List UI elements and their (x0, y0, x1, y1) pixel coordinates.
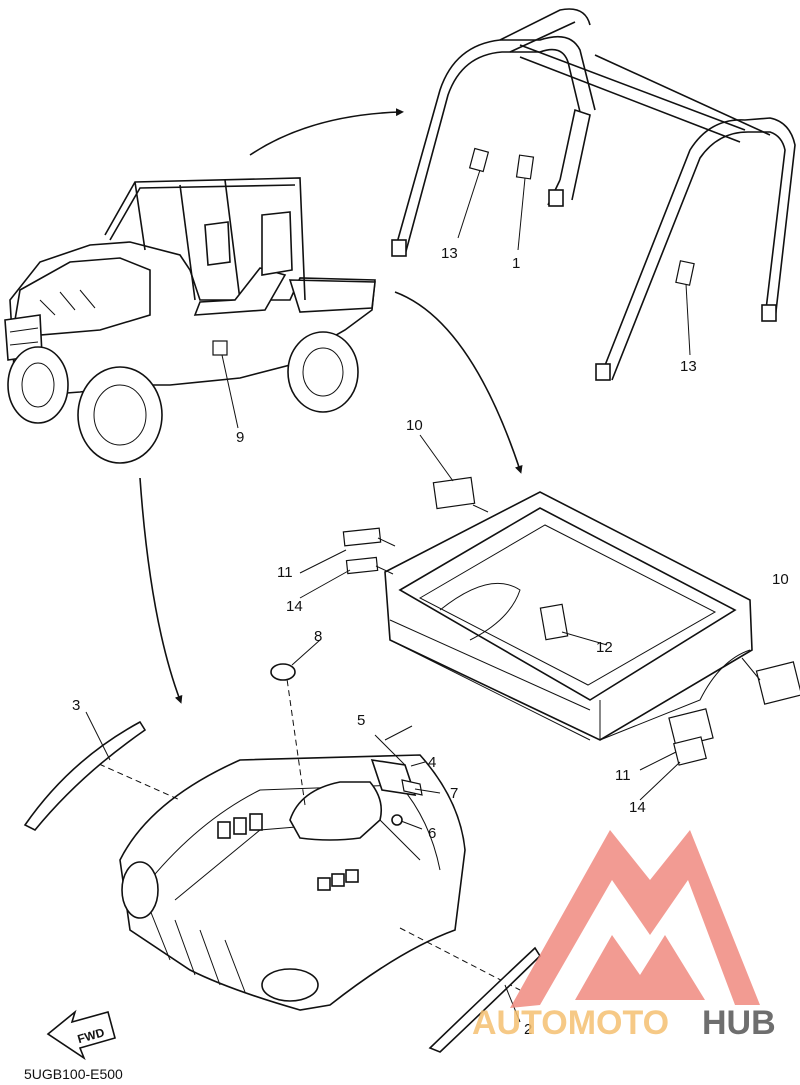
callout-12: 12 (596, 639, 613, 656)
callout-13-left: 13 (441, 245, 458, 262)
callout-3: 3 (72, 697, 80, 714)
callout-8: 8 (314, 628, 322, 645)
callout-9: 9 (236, 429, 244, 446)
forward-direction-arrow: FWD (46, 1009, 116, 1061)
watermark-brand-part2: HUB (702, 1004, 776, 1042)
callout-10-top: 10 (406, 417, 423, 434)
arrow-to-hood (139, 477, 183, 704)
watermark-brand-part1: AUTOMOTO (472, 1004, 669, 1042)
callout-4: 4 (428, 754, 436, 771)
arrow-to-roll-cage (249, 108, 404, 156)
diagram-code: 5UGB100-E500 (24, 1066, 123, 1082)
cargo-bed-illustration (342, 476, 800, 766)
callout-10-right: 10 (772, 571, 789, 588)
assembly-arrows (139, 108, 523, 704)
callout-11-right: 11 (615, 767, 631, 784)
leader-lines (85, 434, 681, 1023)
callout-6: 6 (428, 825, 436, 842)
callout-labels: 1 2 3 4 5 6 7 8 9 10 10 11 11 12 13 13 1… (72, 245, 789, 1038)
front-hood-illustration (23, 663, 542, 1053)
arrow-to-cargo-bed (394, 291, 523, 474)
callout-14-left: 14 (286, 598, 303, 615)
callout-7: 7 (450, 785, 458, 802)
roll-cage-illustration (391, 8, 796, 381)
callout-2: 2 (524, 1021, 532, 1038)
callout-13-right: 13 (680, 358, 697, 375)
callout-5: 5 (357, 712, 365, 729)
callout-14-right: 14 (629, 799, 646, 816)
callout-1: 1 (512, 255, 520, 272)
callout-11-left: 11 (277, 564, 293, 581)
automotohub-watermark-logo: AUTOMOTO HUB (472, 830, 776, 1042)
utv-vehicle-illustration (4, 177, 376, 464)
